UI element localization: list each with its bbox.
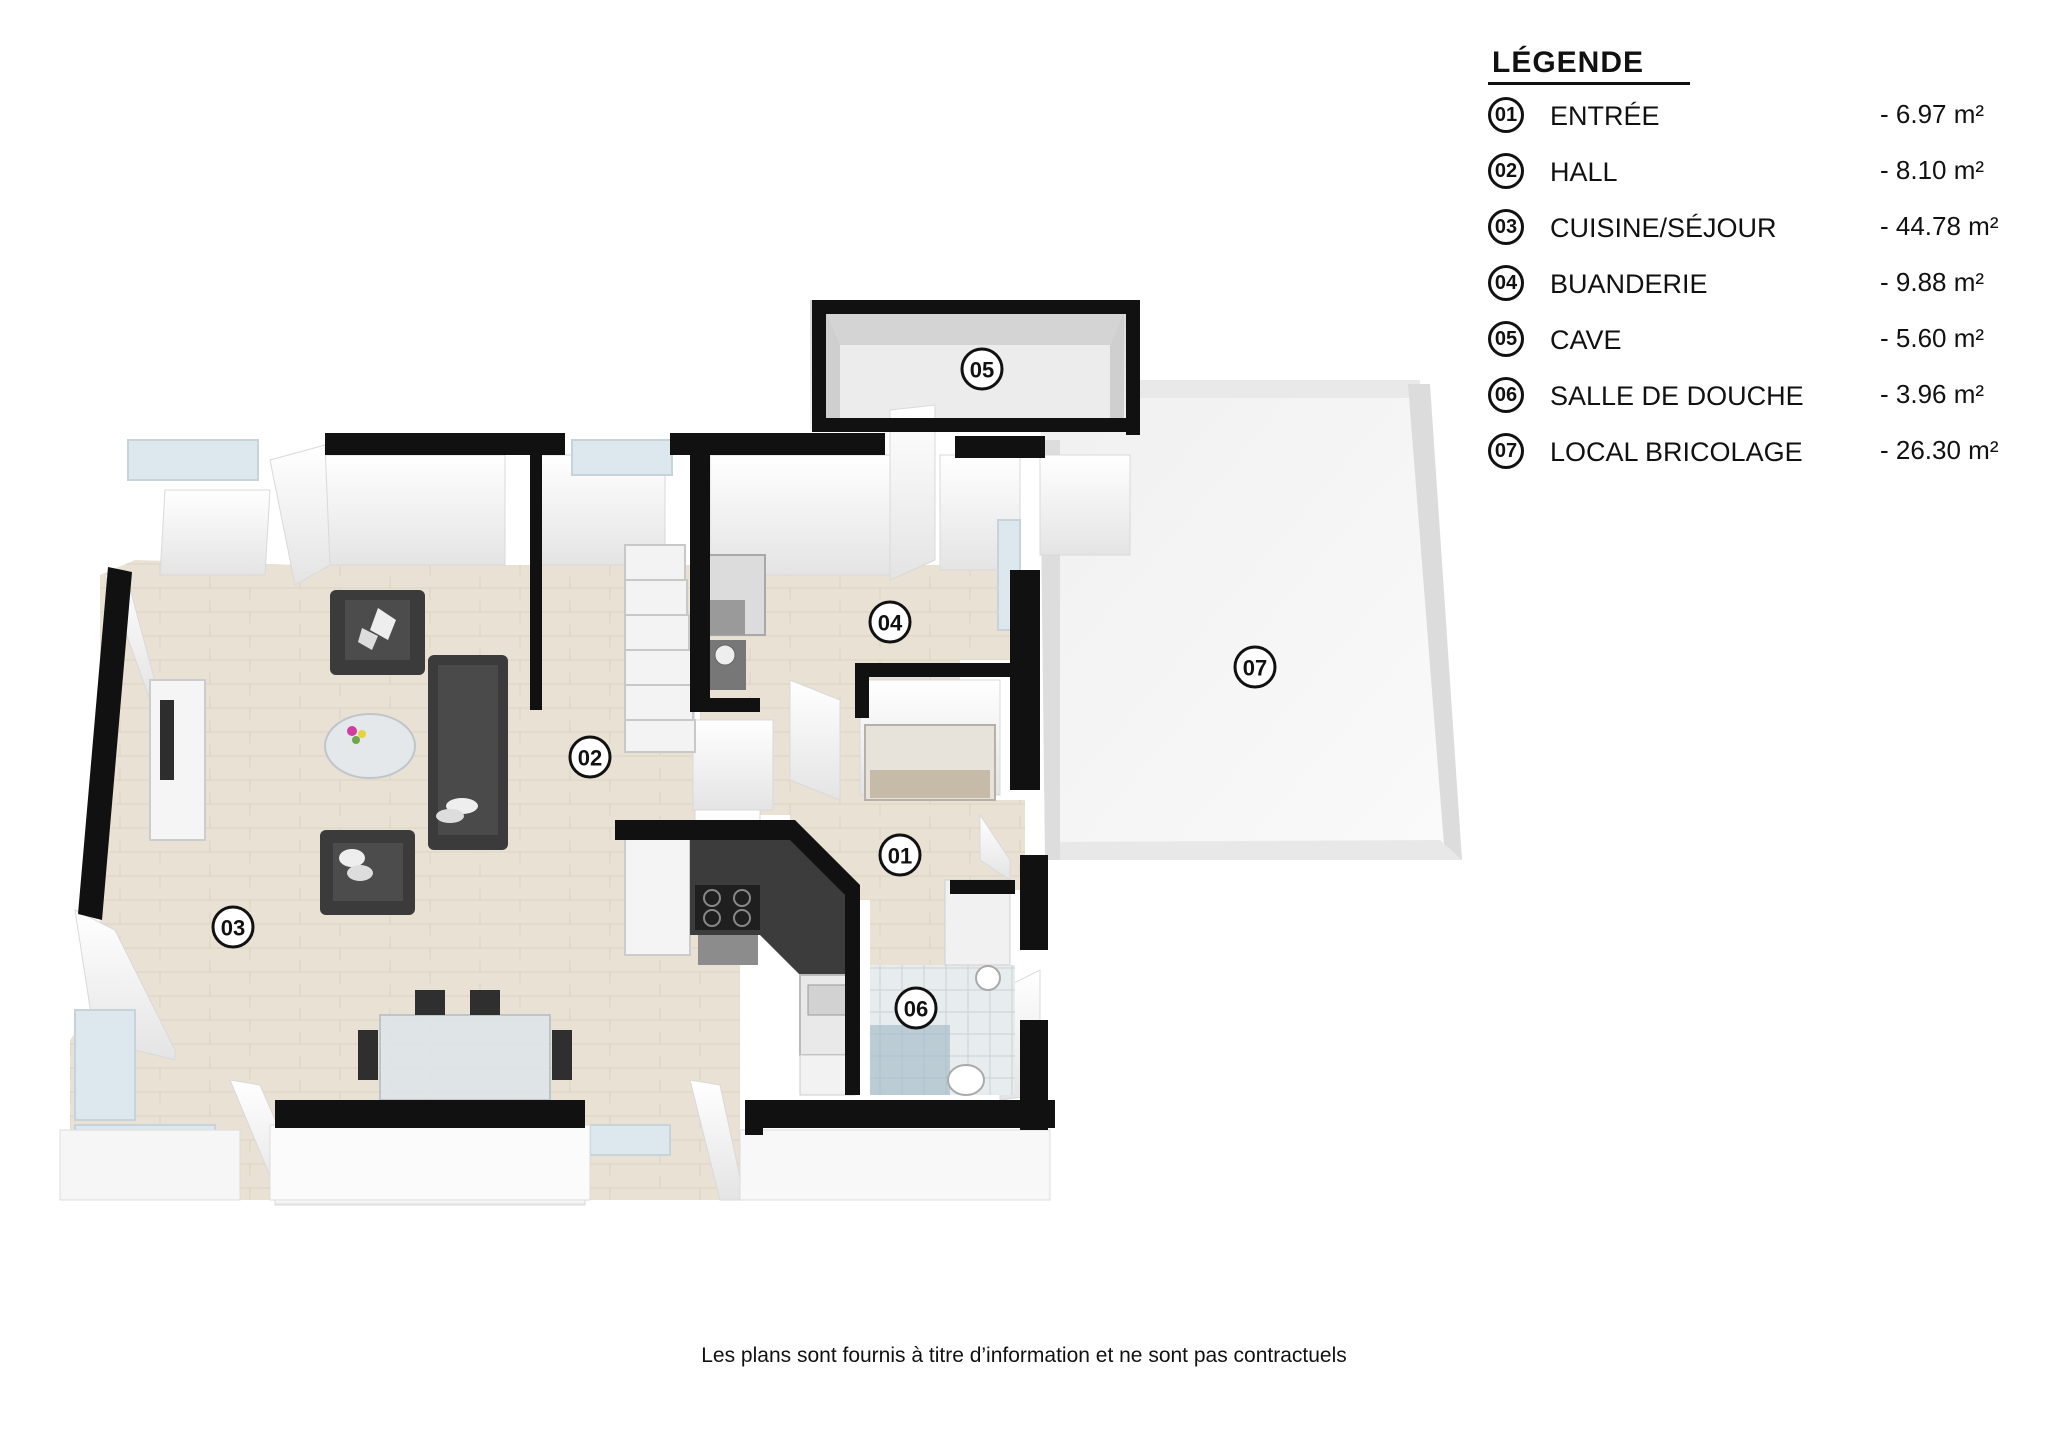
disclaimer-text: Les plans sont fournis à titre d’informa… <box>701 1344 1347 1367</box>
dining-set <box>358 990 572 1101</box>
legend-item-label: LOCAL BRICOLAGE <box>1550 437 1803 467</box>
legend-item-number: 06 <box>1488 377 1524 413</box>
svg-text:01: 01 <box>888 844 912 869</box>
front-facade <box>59 1124 1051 1201</box>
room-05-cellar <box>810 300 1140 430</box>
legend-item: 06 SALLE DE DOUCHE - 3.96 m² <box>1488 371 2028 427</box>
legend-item: 05 CAVE - 5.60 m² <box>1488 315 2028 371</box>
legend-item-number: 01 <box>1488 97 1524 133</box>
legend-item: 07 LOCAL BRICOLAGE - 26.30 m² <box>1488 427 2028 483</box>
svg-text:02: 02 <box>578 746 602 771</box>
legend-item: 03 CUISINE/SÉJOUR - 44.78 m² <box>1488 203 2028 259</box>
legend-item-area: - 44.78 m² <box>1880 211 1999 241</box>
room-badge-07: 07 <box>1233 645 1277 689</box>
legend-item-area: - 6.97 m² <box>1880 99 1985 129</box>
legend-item-area: - 26.30 m² <box>1880 435 1999 465</box>
legend-item: 01 ENTRÉE - 6.97 m² <box>1488 91 2028 147</box>
legend-item-label: CAVE <box>1550 325 1622 355</box>
legend-item-area: - 8.10 m² <box>1880 155 1985 185</box>
svg-text:04: 04 <box>878 611 903 636</box>
living-furniture <box>149 590 508 915</box>
svg-text:03: 03 <box>221 916 245 941</box>
legend: LÉGENDE 01 ENTRÉE - 6.97 m² 02 HALL - 8.… <box>1488 46 2028 483</box>
svg-text:07: 07 <box>1243 656 1267 681</box>
room-badge-05: 05 <box>960 347 1004 391</box>
legend-item: 04 BUANDERIE - 9.88 m² <box>1488 259 2028 315</box>
kitchen <box>624 834 856 1096</box>
staircase <box>624 544 696 753</box>
laundry-fixtures <box>704 554 996 801</box>
room-06-shower <box>870 879 1015 1096</box>
room-badge-02: 02 <box>568 735 612 779</box>
legend-item-area: - 9.88 m² <box>1880 267 1985 297</box>
legend-item-area: - 5.60 m² <box>1880 323 1985 353</box>
legend-item-number: 07 <box>1488 433 1524 469</box>
room-badge-03: 03 <box>211 905 255 949</box>
svg-text:06: 06 <box>904 997 928 1022</box>
legend-item-label: SALLE DE DOUCHE <box>1550 381 1804 411</box>
room-badge-01: 01 <box>878 833 922 877</box>
room-badge-06: 06 <box>894 986 938 1030</box>
room-badge-04: 04 <box>868 600 912 644</box>
legend-item-number: 04 <box>1488 265 1524 301</box>
legend-item-label: CUISINE/SÉJOUR <box>1550 213 1777 243</box>
black-walls <box>78 300 1140 1135</box>
legend-item-label: BUANDERIE <box>1550 269 1708 299</box>
legend-item: 02 HALL - 8.10 m² <box>1488 147 2028 203</box>
legend-item-number: 02 <box>1488 153 1524 189</box>
legend-item-number: 05 <box>1488 321 1524 357</box>
legend-item-label: ENTRÉE <box>1550 101 1660 131</box>
legend-item-area: - 3.96 m² <box>1880 379 1985 409</box>
legend-item-label: HALL <box>1550 157 1618 187</box>
legend-title: LÉGENDE <box>1488 46 1690 85</box>
legend-item-number: 03 <box>1488 209 1524 245</box>
svg-text:05: 05 <box>970 358 994 383</box>
room-07-workshop <box>1040 380 1462 860</box>
